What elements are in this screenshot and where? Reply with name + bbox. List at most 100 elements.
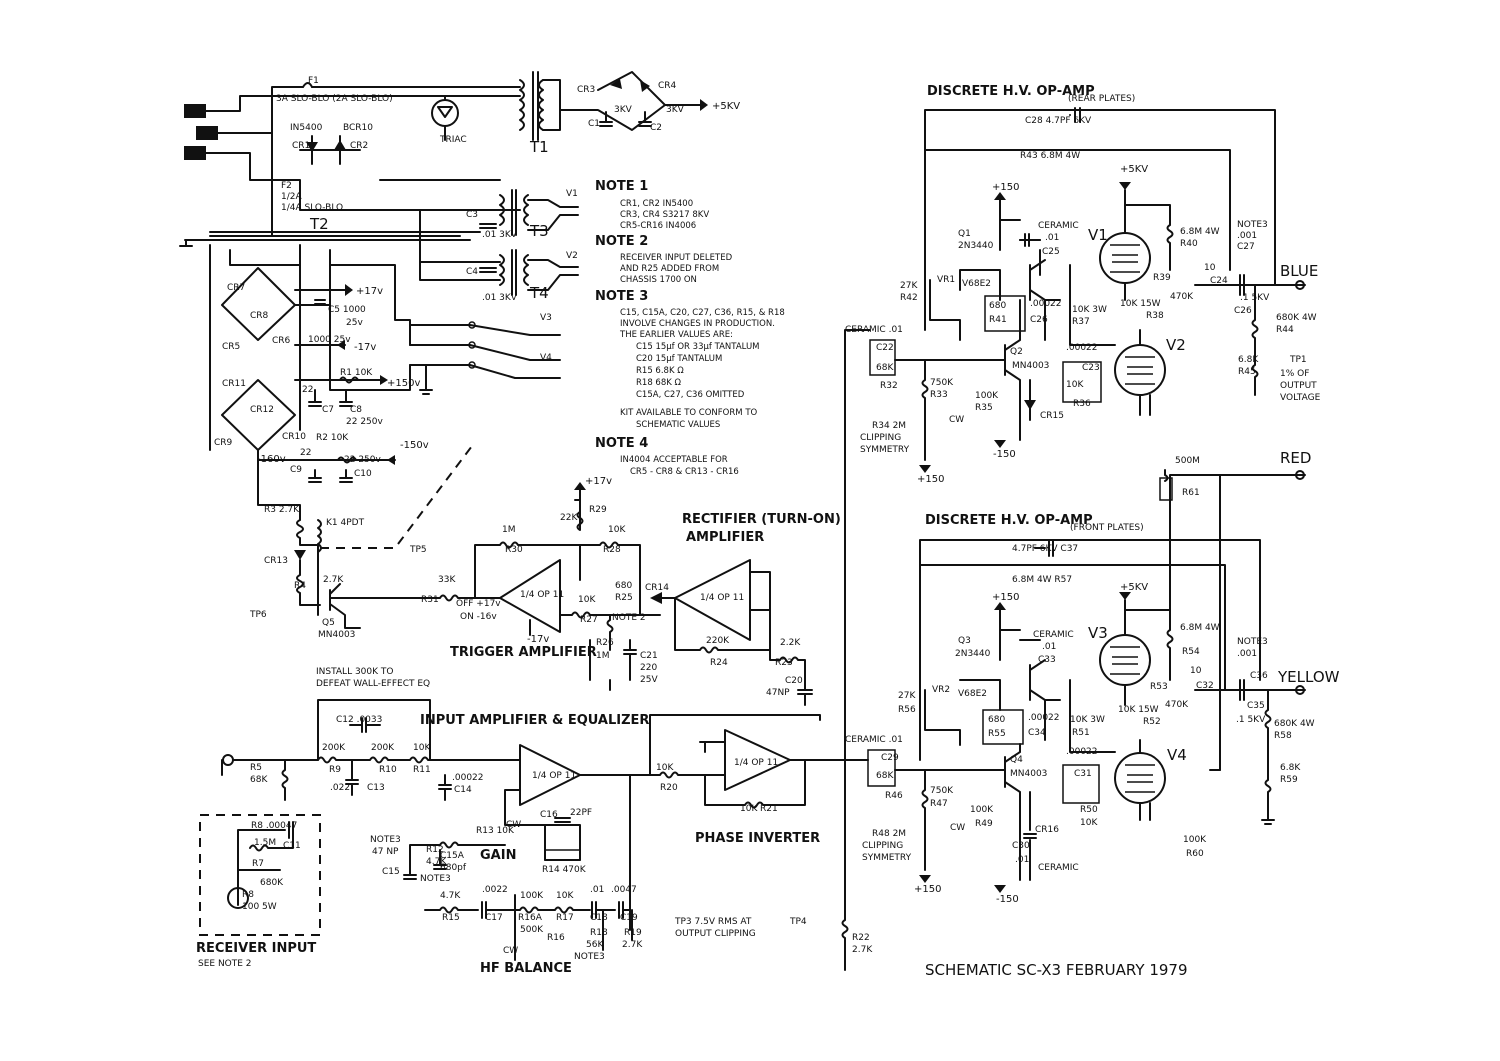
r36-label: R36: [1073, 399, 1091, 409]
r42-value: 27K: [900, 281, 918, 291]
ac-plug-prong: [184, 146, 206, 160]
note4-title: NOTE 4: [595, 436, 648, 451]
rear-amp-title: DISCRETE H.V. OP-AMP: [927, 84, 1095, 99]
c30-label: C30: [1012, 841, 1030, 851]
cr2-label: CR2: [350, 141, 368, 151]
q5-label: Q5: [322, 618, 335, 628]
r16-label: R16: [547, 933, 565, 943]
c35-value: .1 5KV: [1236, 715, 1266, 725]
r37-label: R37: [1072, 317, 1090, 327]
input-amplifier-section: INSTALL 300K TO DEFEAT WALL-EFFECT EQ IN…: [196, 667, 807, 976]
rectifier-title-2: AMPLIFIER: [686, 530, 764, 545]
r58-label: R58: [1274, 731, 1292, 741]
opamp-phase-inverter: [649, 729, 791, 791]
c32-value: 10: [1190, 666, 1202, 676]
tube-v4: [1114, 752, 1166, 804]
r7-value: 680K: [260, 878, 284, 888]
r30-value: 1M: [502, 525, 516, 535]
tp3-note: OUTPUT CLIPPING: [675, 929, 756, 939]
opamp-trigger-label: 1/4 OP 11: [520, 590, 564, 600]
c26-label: C26: [1030, 315, 1048, 325]
minus17-label: -17v: [354, 342, 376, 353]
phase-inverter-section: 1/4 OP 11 10K R20 10K R21 PHASE INVERTER…: [649, 329, 873, 971]
note1-line: CR5-CR16 IN4006: [620, 221, 696, 231]
r25-label: R25: [615, 593, 633, 603]
r34-supply-label: +150: [917, 474, 944, 485]
note1-line: CR3, CR4 S3217 8KV: [620, 210, 709, 220]
r44-label: R44: [1276, 325, 1294, 335]
r1-label: R1 10K: [340, 368, 373, 378]
c19-value: .0047: [611, 885, 637, 895]
c22-r32-group: [869, 339, 896, 376]
t1-label: T1: [529, 138, 549, 156]
diode-cr14: [650, 592, 662, 604]
r24-value: 220K: [706, 636, 730, 646]
r12-label: R12: [426, 845, 444, 855]
c16-label: C16: [540, 810, 558, 820]
bridge-rectifier-1: [221, 267, 296, 341]
f2-value-2: 1/4A SLO-BLO: [281, 203, 343, 213]
c15a-label: C15A: [440, 851, 465, 861]
r45-value: 6.8K: [1238, 355, 1259, 365]
c8-value: 22 250v: [346, 417, 383, 427]
r40-label: R40: [1180, 239, 1198, 249]
r59-label: R59: [1280, 775, 1298, 785]
r11-label: R11: [413, 765, 431, 775]
r39-value: 470K: [1170, 292, 1194, 302]
red-output-section: 500M R61 RED: [1159, 449, 1311, 771]
r41-value: 680: [989, 301, 1006, 311]
c15-value: 47 NP: [372, 847, 399, 857]
q4-value: MN4003: [1010, 769, 1047, 779]
opamp-rectifier: [674, 559, 751, 641]
opamp-trigger: [499, 559, 561, 633]
r35-value: 100K: [975, 391, 999, 401]
r38-label: R38: [1146, 311, 1164, 321]
c7-value: 22: [302, 385, 313, 395]
c9-value: 22: [300, 448, 311, 458]
c4-label: C4: [466, 267, 478, 277]
note1-line: CR1, CR2 IN5400: [620, 199, 693, 209]
note4-line: IN4004 ACCEPTABLE FOR: [620, 455, 728, 465]
note3-line: C15 15µf OR 33µf TANTALUM: [636, 342, 760, 352]
opamp-minus17-label: -17v: [527, 634, 549, 645]
r40-value: 6.8M 4W: [1180, 227, 1220, 237]
tp6-label: TP6: [249, 610, 267, 620]
r9-label: R9: [329, 765, 341, 775]
c29-label: C29: [881, 753, 899, 763]
c2-label: C2: [650, 123, 662, 133]
gain-label: GAIN: [480, 848, 516, 863]
symmetry-label-2: SYMMETRY: [862, 853, 912, 863]
c23-value: .00022: [1066, 343, 1098, 353]
input-jack: [222, 754, 234, 766]
c25-type: CERAMIC: [1038, 221, 1079, 231]
r4-value: 2.7K: [323, 575, 344, 585]
c19-label: C19: [620, 913, 638, 923]
note4-line: CR5 - CR8 & CR13 - CR16: [630, 467, 739, 477]
c13-label: C13: [367, 783, 385, 793]
v1-supply-label: +5KV: [1120, 164, 1148, 175]
opamp-plus17-label: +17v: [585, 476, 612, 487]
q4-label: Q4: [1010, 755, 1023, 765]
r12-value: 4.7K: [426, 857, 447, 867]
r36-value: 10K: [1066, 380, 1084, 390]
c21-value: 220: [640, 663, 657, 673]
c6-label: 1000 25v: [308, 335, 351, 345]
r29-value: 22K: [560, 513, 578, 523]
c27-label: C27: [1237, 242, 1255, 252]
note3-line: KIT AVAILABLE TO CONFORM TO: [620, 408, 758, 418]
c36-value: .001: [1237, 649, 1257, 659]
r58-value: 680K 4W: [1274, 719, 1315, 729]
r51-label: R51: [1072, 728, 1090, 738]
c34-value: .00022: [1028, 713, 1060, 723]
r52-value: 10K 15W: [1118, 705, 1159, 715]
c2-value: 3KV: [666, 105, 685, 115]
receiver-input-note: SEE NOTE 2: [198, 959, 252, 969]
yellow-output-terminal: [1295, 685, 1305, 695]
r20-label: R20: [660, 783, 678, 793]
r17-value: 10K: [556, 891, 574, 901]
minus160-label: -160v: [257, 454, 286, 465]
tp1-note-2: OUTPUT: [1280, 381, 1317, 391]
c13-value: .022: [330, 783, 350, 793]
receiver-r8-value: 1.5M: [254, 838, 276, 848]
c24-value: 10: [1204, 263, 1216, 273]
